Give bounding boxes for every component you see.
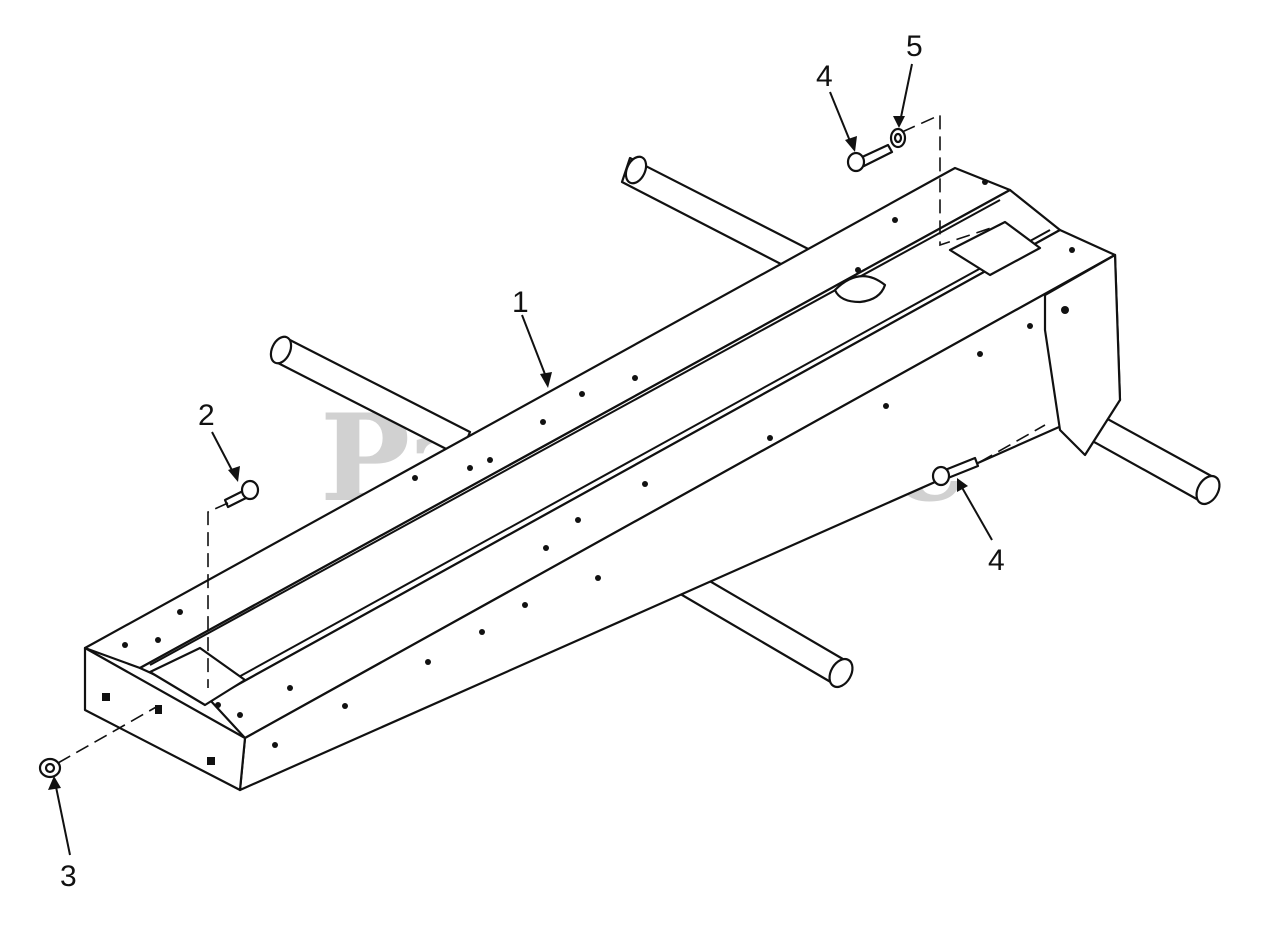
callout-1: 1 bbox=[512, 286, 529, 319]
leader-arrows bbox=[48, 63, 993, 856]
nut-3 bbox=[38, 757, 62, 779]
callout-2: 2 bbox=[198, 399, 215, 432]
bolt-4-right bbox=[931, 456, 980, 487]
bolt-4-top bbox=[846, 143, 894, 173]
frame-holes bbox=[102, 179, 1075, 765]
callout-4-right: 4 bbox=[988, 544, 1005, 577]
callout-4-top: 4 bbox=[816, 60, 833, 93]
main-frame bbox=[83, 166, 1122, 792]
callout-5: 5 bbox=[906, 30, 923, 63]
callout-3: 3 bbox=[60, 860, 77, 893]
washer-5 bbox=[889, 127, 907, 149]
bolt-2 bbox=[223, 479, 260, 509]
assembly-lines bbox=[57, 113, 1046, 764]
